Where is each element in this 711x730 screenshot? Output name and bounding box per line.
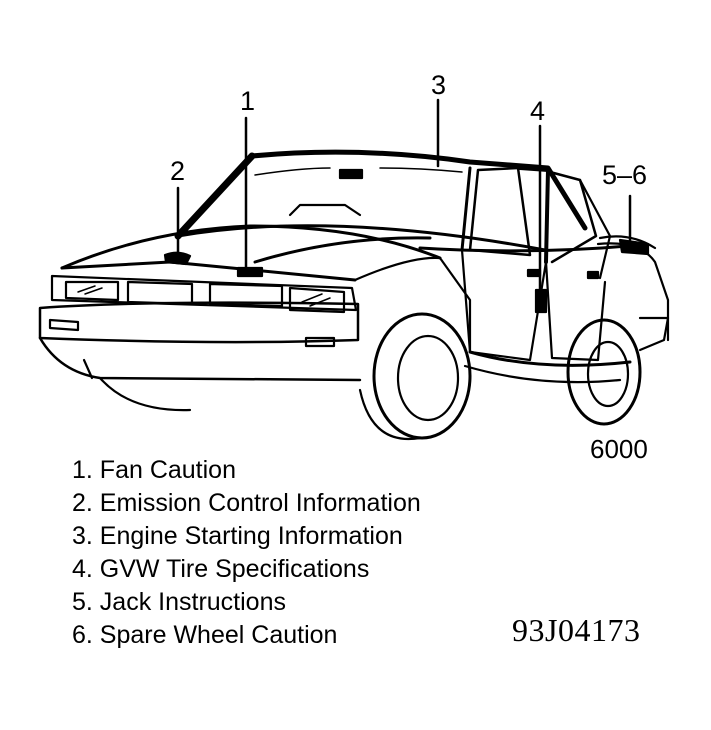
grille-left (126, 280, 194, 306)
front-tire-outline (358, 388, 422, 441)
rocker-panel (468, 350, 632, 367)
marker-right (304, 336, 336, 348)
callout-1: 1 (240, 86, 256, 116)
headlamp-right (288, 286, 346, 314)
callout-4: 4 (530, 96, 546, 126)
callout-5-6: 5–6 (602, 160, 648, 190)
figure-id: 93J04173 (512, 612, 641, 648)
legend-list: 1. Fan Caution 2. Emission Control Infor… (72, 454, 421, 652)
fender-right (353, 256, 472, 354)
roof-outline (175, 149, 588, 239)
fan-caution-mark (236, 266, 264, 278)
door-handle-rear (586, 270, 600, 280)
beltline (418, 243, 642, 253)
windshield-left-pillar (174, 152, 256, 240)
front-door-window (468, 166, 532, 257)
headlamp-left (64, 280, 120, 302)
front-door-edge (460, 248, 548, 362)
b-pillar (518, 166, 550, 264)
legend-item-1: 1. Fan Caution (72, 456, 236, 484)
marker-left (48, 318, 80, 332)
hood-crease (253, 236, 432, 264)
front-fascia (38, 301, 360, 344)
rear-quarter (596, 242, 670, 342)
rear-wheel (566, 318, 642, 426)
legend-item-3: 3. Engine Starting Information (72, 522, 403, 550)
grille-band (50, 274, 358, 312)
door-handle-front (526, 268, 542, 278)
rear-view-mirror (338, 168, 364, 180)
callout-3: 3 (431, 70, 447, 100)
emission-label-mark (163, 251, 192, 266)
windshield-base (176, 224, 547, 252)
rear-bumper (638, 316, 670, 352)
grille-right (208, 282, 284, 308)
bumper-lower (38, 336, 362, 382)
seat-headrest (288, 203, 362, 217)
legend-item-2: 2. Emission Control Information (72, 489, 421, 517)
model-label: 6000 (590, 434, 648, 464)
a-pillar-right (460, 166, 472, 252)
callout-2: 2 (170, 156, 186, 186)
legend-item-4: 4. GVW Tire Specifications (72, 555, 370, 583)
front-wheel-left-arch (98, 376, 192, 412)
tail-light-mark (618, 238, 650, 256)
gvw-label-mark (534, 288, 548, 314)
legend-item-5: 5. Jack Instructions (72, 588, 286, 616)
front-wheel-right (372, 312, 472, 440)
legend-item-6: 6. Spare Wheel Caution (72, 621, 338, 649)
hood-outline (60, 224, 442, 270)
